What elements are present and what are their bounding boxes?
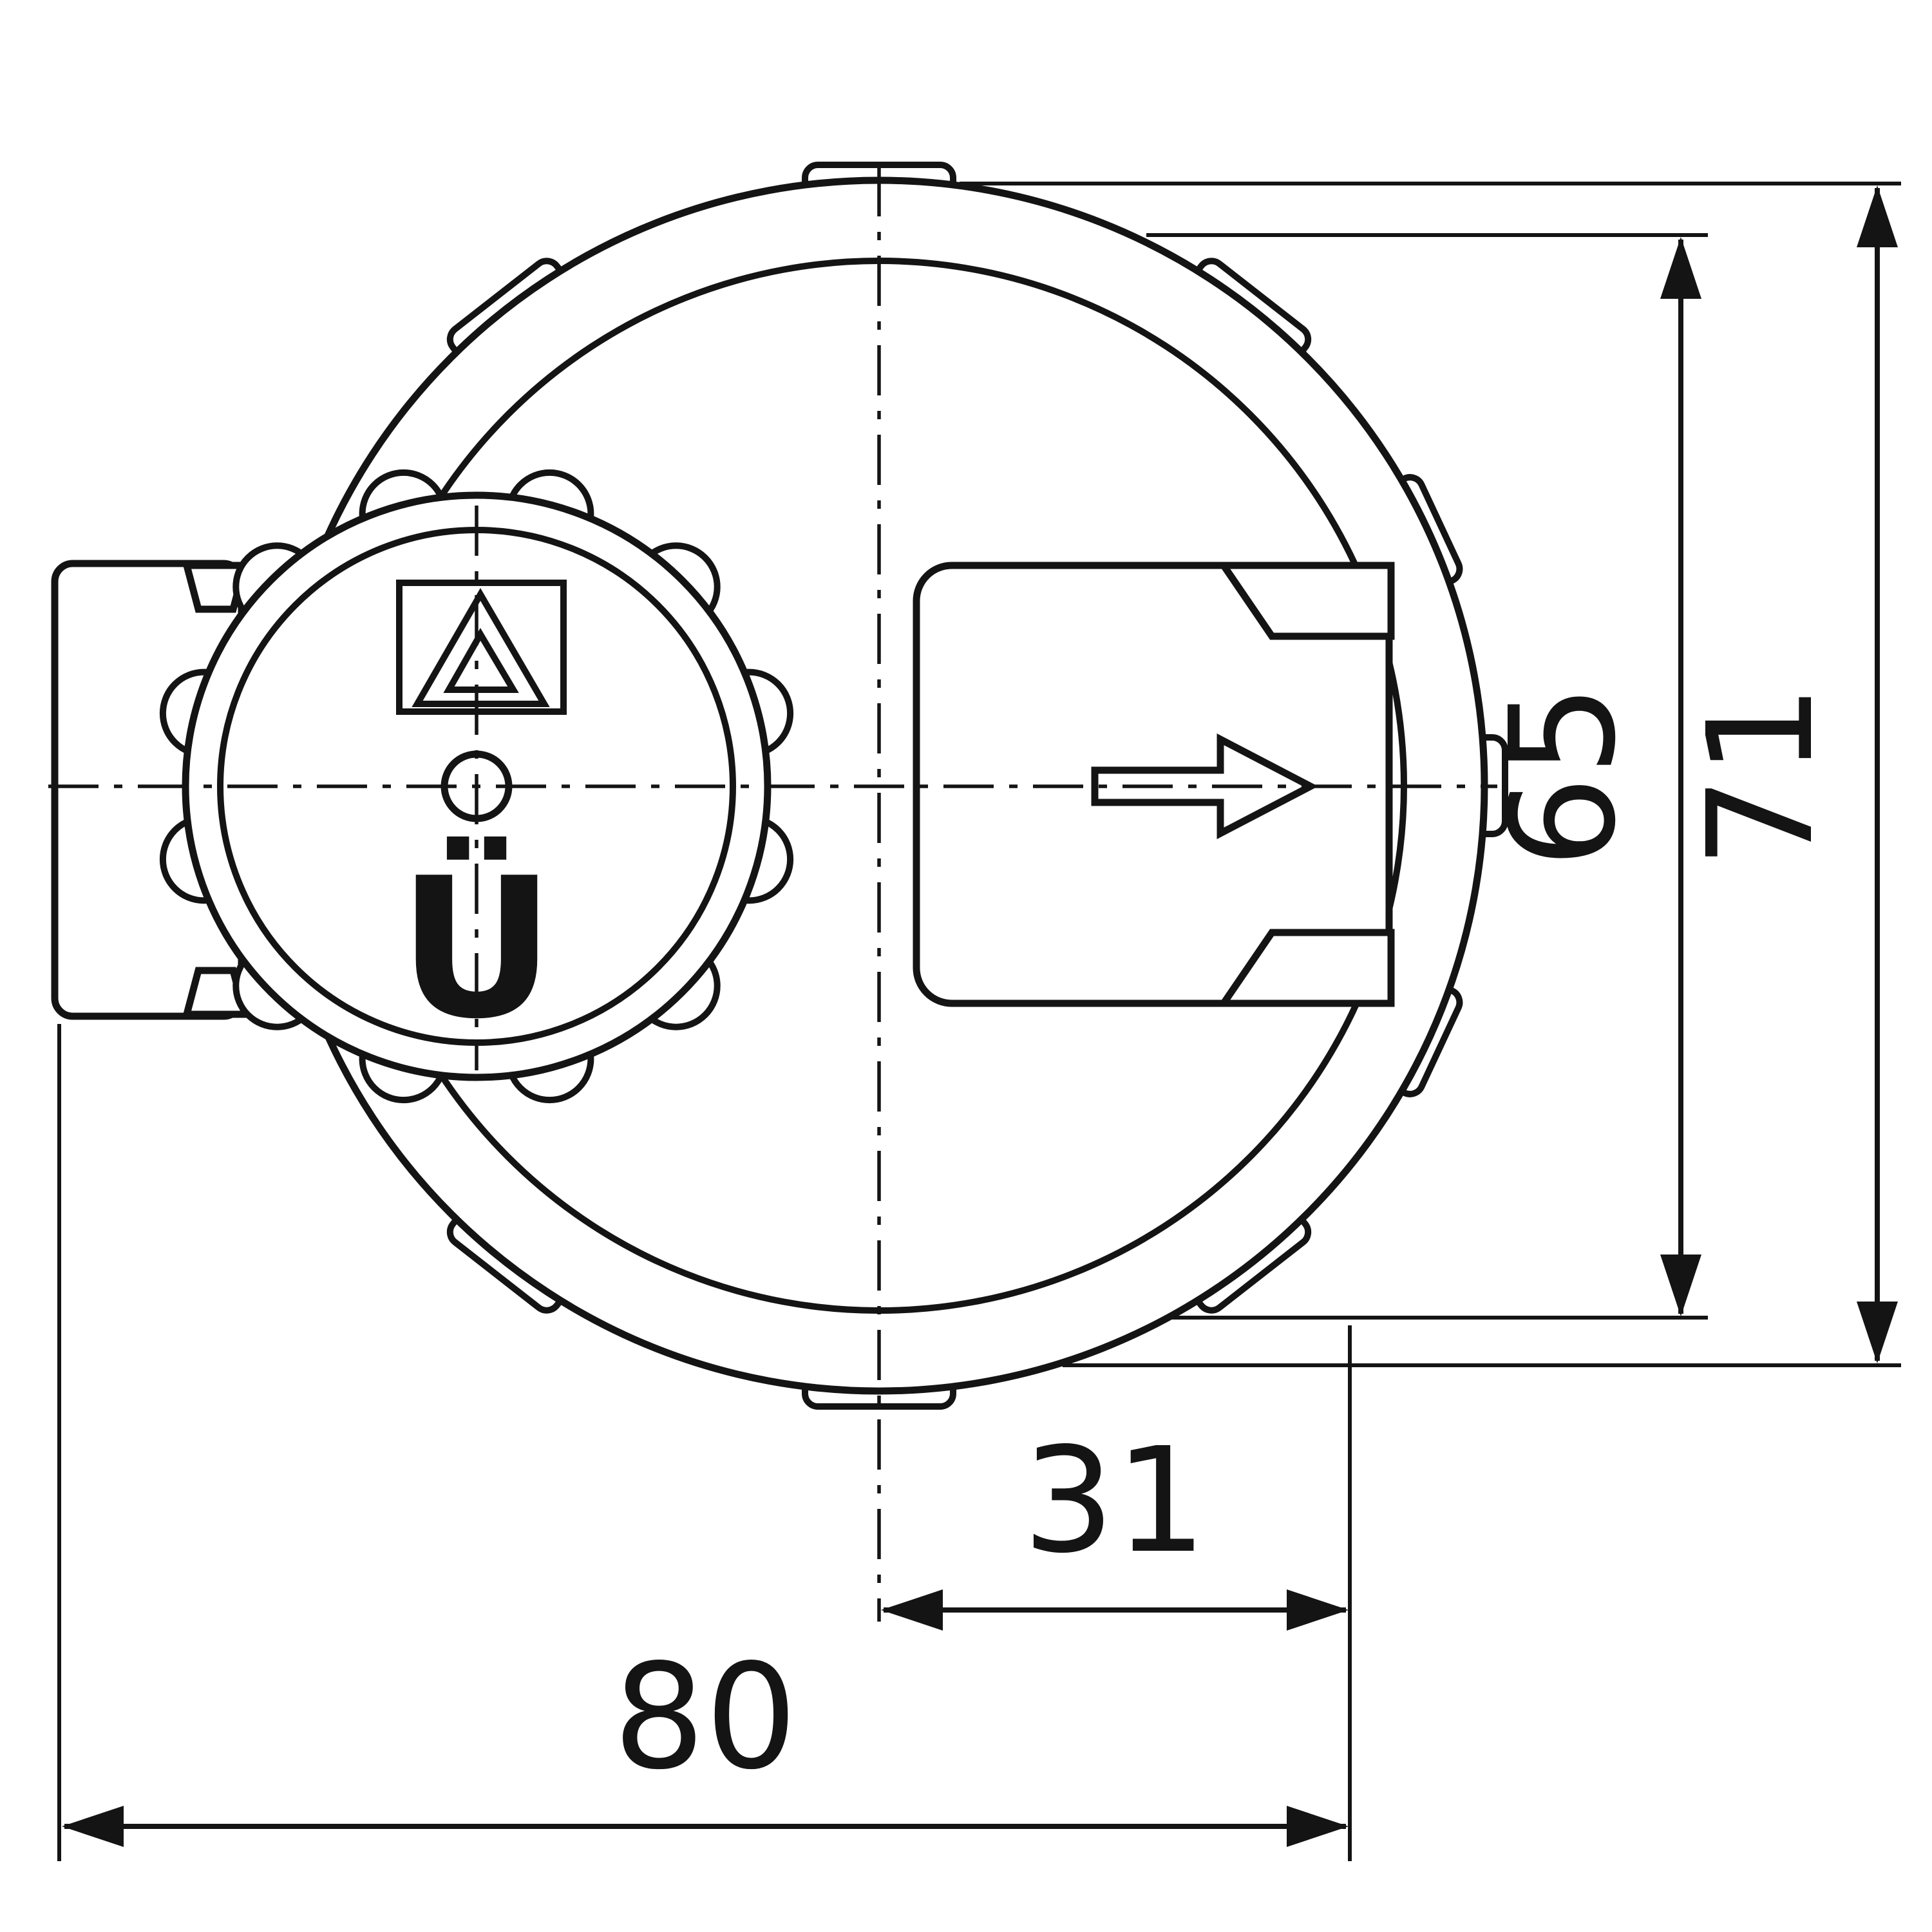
housing-clip-top: [1217, 562, 1395, 640]
dimension-label-31: 31: [1023, 1417, 1207, 1586]
pipe-boss-top: [182, 562, 250, 613]
approval-square: [396, 580, 567, 715]
dimension-label-65: 65: [1479, 684, 1648, 868]
dimension-label-71: 71: [1677, 684, 1846, 868]
approval-triangle-outer: [412, 588, 550, 707]
approval-triangle-inner: [443, 628, 519, 693]
housing-clip-bottom: [1217, 929, 1395, 1007]
pipe-boss-bottom: [182, 967, 250, 1018]
dimension-label-80: 80: [613, 1633, 797, 1802]
flow-arrow-icon: [1091, 733, 1318, 840]
